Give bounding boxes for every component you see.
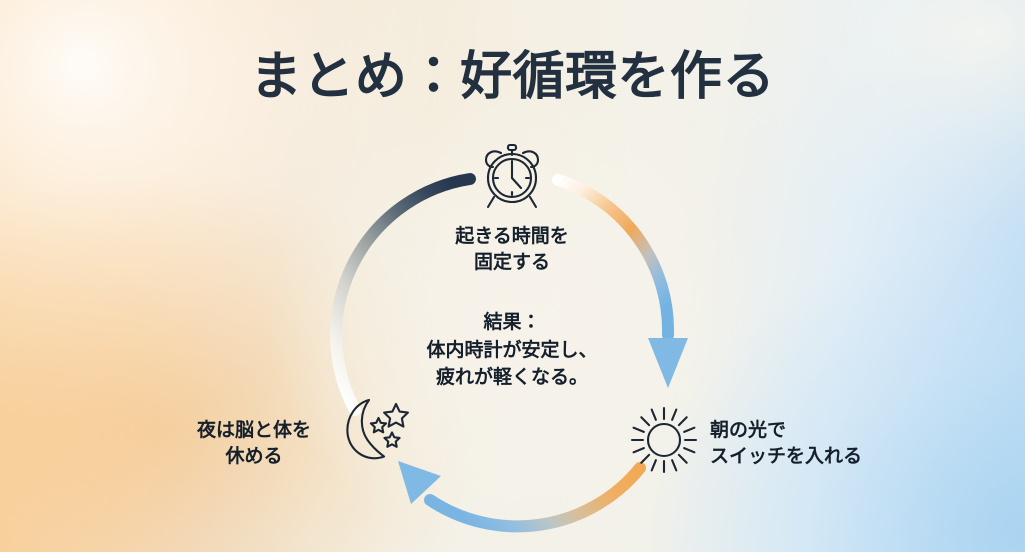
cycle-arrow-top-right	[552, 174, 688, 388]
center-result-line: 結果：	[483, 312, 541, 333]
center-result-line: 疲れが軽くなる。	[435, 367, 588, 389]
node-label-line: 起きる時間を	[455, 226, 569, 247]
node-label-line: 休める	[225, 446, 283, 468]
node-label-line: スイッチを入れる	[710, 446, 863, 468]
cycle-arrow-left	[330, 173, 476, 416]
star-icon	[383, 431, 401, 448]
node-label-wake-time: 起きる時間を 固定する	[392, 224, 632, 276]
alarm-clock-icon	[481, 140, 543, 210]
star-icon	[383, 402, 409, 428]
moon-stars-icon	[340, 392, 414, 466]
node-label-morning-light: 朝の光で スイッチを入れる	[710, 418, 862, 470]
cycle-center-result: 結果： 体内時計が安定し、 疲れが軽くなる。	[362, 309, 662, 392]
slide-title: まとめ：好循環を作る	[249, 48, 776, 106]
center-result-line: 体内時計が安定し、	[426, 339, 598, 361]
sun-icon	[628, 404, 700, 476]
cycle-arrow-bottom	[398, 461, 646, 533]
node-label-night-rest: 夜は脳と体を 休める	[178, 418, 330, 470]
node-label-line: 朝の光で	[710, 420, 787, 441]
node-label-line: 夜は脳と体を	[196, 420, 311, 441]
arrowhead-upleft-icon	[398, 461, 441, 504]
node-label-line: 固定する	[473, 252, 550, 274]
arrowhead-down-icon	[648, 338, 688, 388]
star-icon	[369, 416, 388, 434]
